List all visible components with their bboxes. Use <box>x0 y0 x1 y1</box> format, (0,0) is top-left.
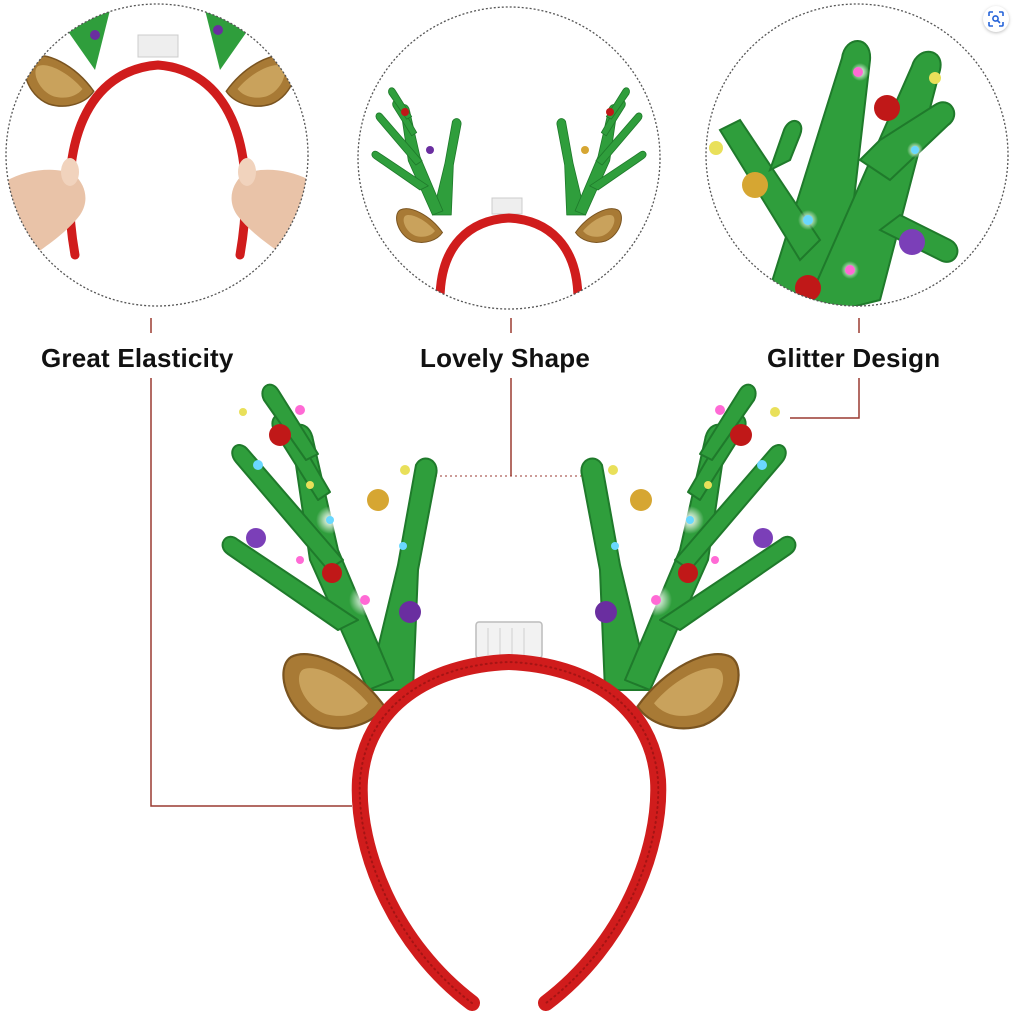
visual-search-button[interactable] <box>983 6 1009 32</box>
antler-headband <box>221 383 797 1011</box>
shape-inset <box>357 6 661 310</box>
leader-lines <box>150 318 860 807</box>
label-lovely-shape: Lovely Shape <box>420 343 591 373</box>
label-great-elasticity: Great Elasticity <box>41 343 234 373</box>
label-glitter-design: Glitter Design <box>767 343 941 373</box>
visual-search-icon <box>988 11 1004 27</box>
glitter-inset <box>705 3 1009 307</box>
elasticity-inset <box>5 3 309 307</box>
